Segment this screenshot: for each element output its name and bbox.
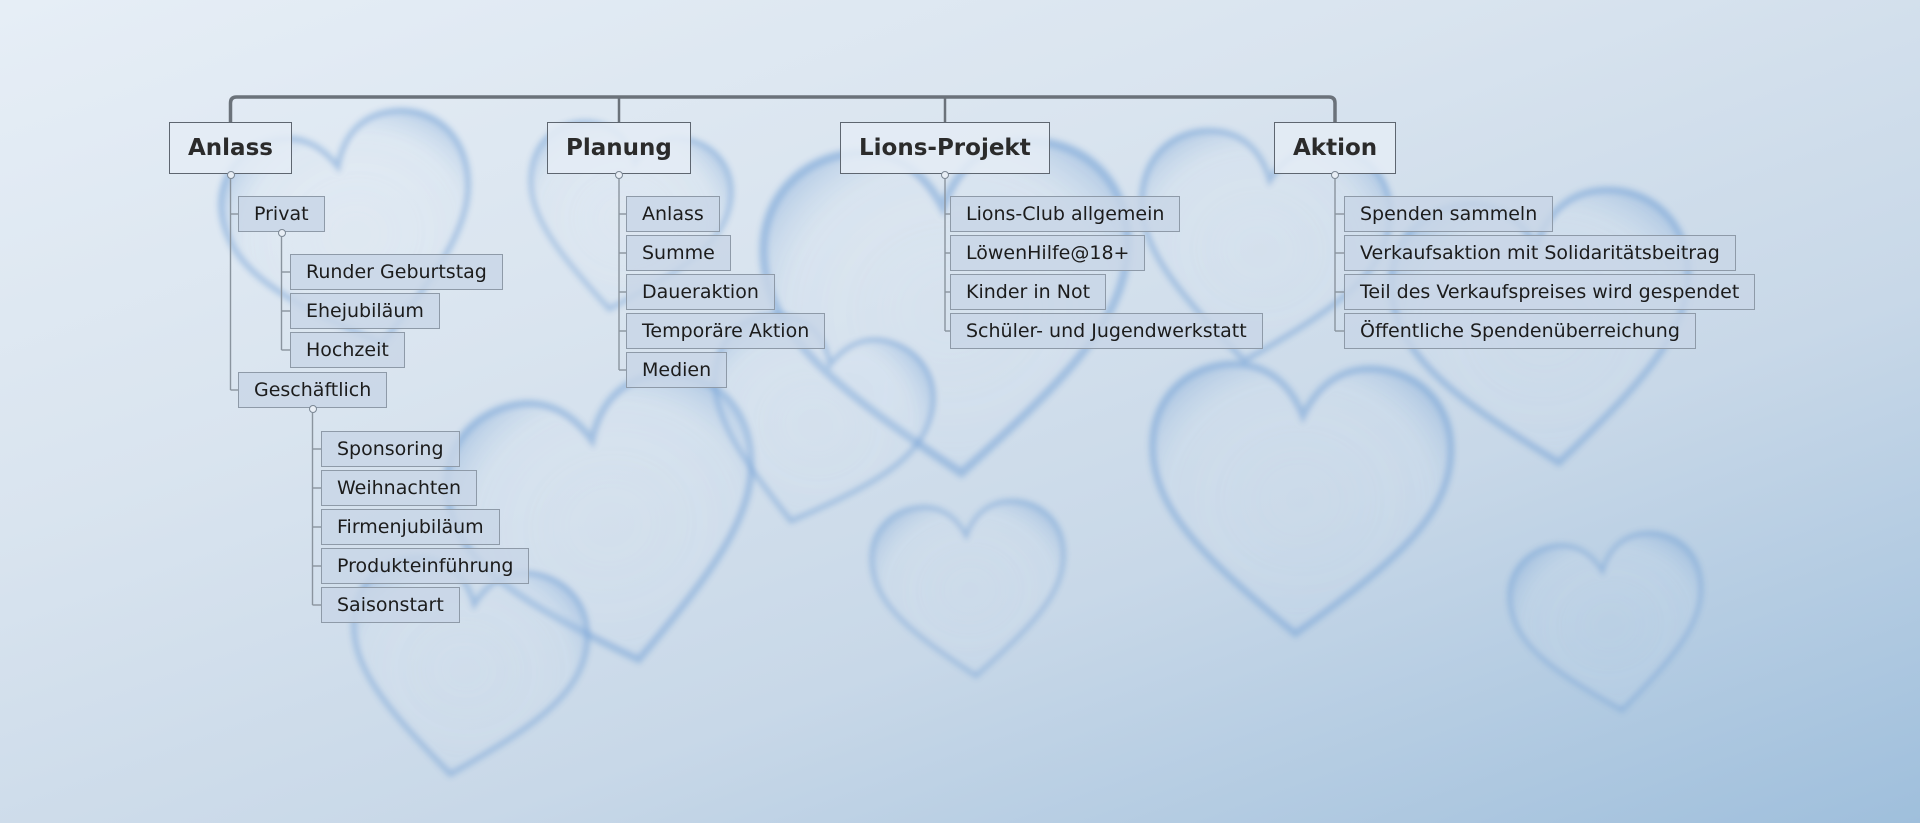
root-node-lions-projekt[interactable]: Lions-Projekt bbox=[840, 122, 1050, 174]
node-lions-club-allgemein[interactable]: Lions-Club allgemein bbox=[950, 196, 1181, 232]
node-produkteinfuehrung[interactable]: Produkteinführung bbox=[321, 548, 530, 584]
top-bracket-line bbox=[228, 95, 1337, 122]
node-weihnachten[interactable]: Weihnachten bbox=[321, 470, 478, 506]
lions-projekt-collapse-toggle[interactable] bbox=[941, 171, 949, 179]
privat-collapse-toggle[interactable] bbox=[277, 229, 286, 237]
node-hochzeit[interactable]: Hochzeit bbox=[290, 332, 405, 368]
node-medien[interactable]: Medien bbox=[626, 352, 728, 388]
node-summe[interactable]: Summe bbox=[626, 235, 731, 271]
node-daueraktion[interactable]: Daueraktion bbox=[626, 274, 775, 310]
root-node-anlass[interactable]: Anlass bbox=[169, 122, 292, 174]
root-node-aktion[interactable]: Aktion bbox=[1274, 122, 1397, 174]
node-spendenueberreichung[interactable]: Öffentliche Spendenüberreichung bbox=[1344, 313, 1696, 349]
anlass-collapse-toggle[interactable] bbox=[226, 171, 235, 179]
node-schueler-jugendwerkstatt[interactable]: Schüler- und Jugendwerkstatt bbox=[950, 313, 1263, 349]
root-node-planung[interactable]: Planung bbox=[547, 122, 691, 174]
node-verkaufsaktion[interactable]: Verkaufsaktion mit Solidaritätsbeitrag bbox=[1344, 235, 1736, 271]
node-spenden-sammeln[interactable]: Spenden sammeln bbox=[1344, 196, 1554, 232]
node-privat[interactable]: Privat bbox=[238, 196, 325, 232]
node-anlass[interactable]: Anlass bbox=[626, 196, 720, 232]
node-runder-geburtstag[interactable]: Runder Geburtstag bbox=[290, 254, 503, 290]
geschaeftlich-collapse-toggle[interactable] bbox=[308, 405, 317, 413]
node-saisonstart[interactable]: Saisonstart bbox=[321, 587, 460, 623]
planung-collapse-toggle[interactable] bbox=[615, 171, 623, 179]
node-temporaere-aktion[interactable]: Temporäre Aktion bbox=[626, 313, 826, 349]
node-sponsoring[interactable]: Sponsoring bbox=[321, 431, 460, 467]
node-firmenjubilaeum[interactable]: Firmenjubiläum bbox=[321, 509, 500, 545]
node-loewenhilfe[interactable]: LöwenHilfe@18+ bbox=[950, 235, 1146, 271]
node-ehejubilaeum[interactable]: Ehejubiläum bbox=[290, 293, 440, 329]
node-geschaeftlich[interactable]: Geschäftlich bbox=[238, 372, 388, 408]
node-teil-verkaufspreis[interactable]: Teil des Verkaufspreises wird gespendet bbox=[1344, 274, 1756, 310]
aktion-collapse-toggle[interactable] bbox=[1331, 171, 1339, 179]
node-kinder-in-not[interactable]: Kinder in Not bbox=[950, 274, 1107, 310]
